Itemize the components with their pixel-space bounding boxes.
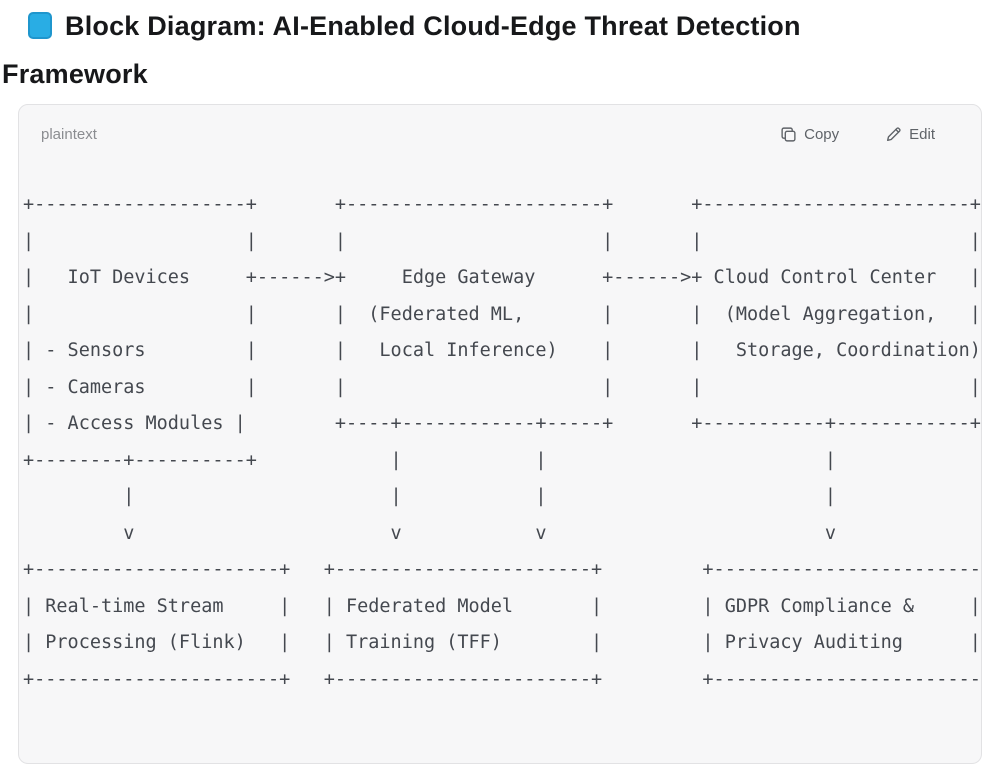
copy-button[interactable]: Copy (780, 126, 839, 143)
ascii-diagram: +-------------------+ +-----------------… (23, 194, 981, 690)
code-block-header: plaintext Copy Edit (19, 105, 981, 143)
page-title: Block Diagram: AI-Enabled Cloud-Edge Thr… (0, 2, 922, 98)
page-title-text: Block Diagram: AI-Enabled Cloud-Edge Thr… (2, 11, 801, 89)
language-label: plaintext (41, 125, 97, 143)
copy-button-label: Copy (804, 125, 840, 143)
edit-button-label: Edit (909, 125, 935, 143)
edit-button[interactable]: Edit (885, 126, 935, 143)
edit-icon (885, 126, 902, 143)
code-block-actions: Copy Edit (780, 126, 935, 143)
code-block: plaintext Copy Edit (18, 104, 982, 764)
copy-icon (780, 126, 797, 143)
blue-square-icon (28, 12, 52, 39)
